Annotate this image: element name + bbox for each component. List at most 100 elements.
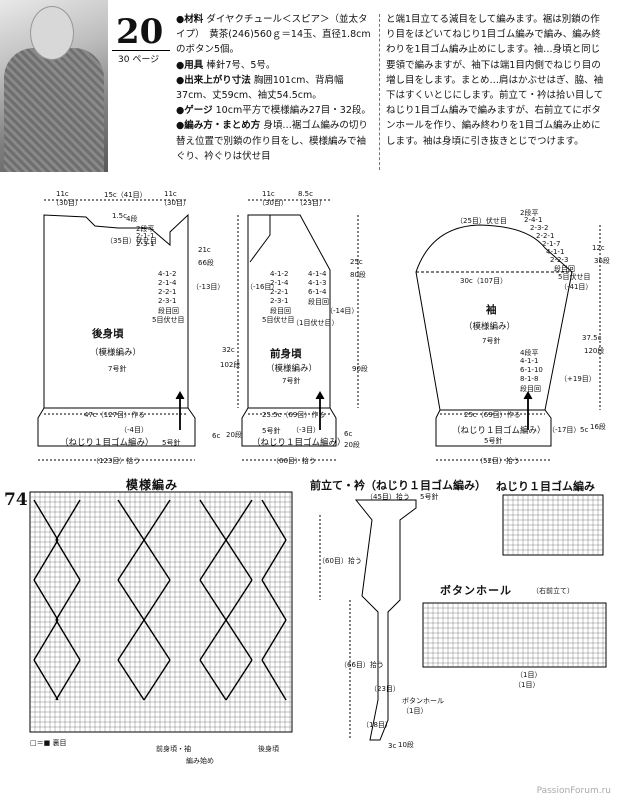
- chart-motif-line: [117, 499, 145, 541]
- back-shoulder-right-width: 11c: [164, 190, 177, 198]
- front-neck-shaping-3: 6-1-4: [308, 288, 327, 296]
- back-neck-width: 15c（41目）: [104, 191, 147, 199]
- method-label: ●編み方・まとめ方: [176, 120, 261, 132]
- sleeve-side-inc-3: 6-1-10: [520, 366, 543, 374]
- chart-motif-line: [143, 499, 171, 541]
- back-neck-rows: 4段: [126, 215, 138, 223]
- front-shoulder-stitches: （30目）: [258, 199, 288, 207]
- chart-motif-line: [33, 579, 59, 621]
- front-armhole-shaping-4: 2-3-1: [270, 297, 289, 305]
- front-band-diagram: [354, 499, 417, 741]
- back-needle: 7号針: [108, 365, 127, 373]
- front-neck-rows: 80段: [350, 271, 366, 279]
- sleeve-cap-rows: 36段: [594, 257, 610, 265]
- instructions-col-1: ●材料 ダイヤクチュール＜スピア＞（並太タイプ） 黄茶(246)560ｇ＝14玉…: [176, 12, 372, 164]
- front-rib-rows: 20段: [344, 441, 360, 449]
- sleeve-length: 37.5c: [582, 334, 602, 342]
- front-neck-width: 8.5c: [298, 190, 313, 198]
- sleeve-cap-top: （25目）伏せ目: [456, 217, 507, 225]
- back-armhole-dec: （-13目）: [192, 283, 225, 291]
- sleeve-width: 25c（69目）作る: [464, 411, 521, 419]
- chart-motif-line: [55, 659, 81, 701]
- band-base-height: 3c: [388, 742, 397, 750]
- sleeve-side-inc-2: 4-1-1: [520, 357, 539, 365]
- chart-motif-line: [225, 579, 253, 621]
- band-side-pickup: （60目）拾う: [318, 557, 362, 565]
- front-armhole-shaping-3: 2-2-1: [270, 288, 289, 296]
- chart-legend: □＝■ 裏目: [30, 739, 67, 747]
- front-rib-height: 6c: [344, 430, 353, 438]
- chart-motif-line: [261, 499, 287, 541]
- chart-motif-line: [143, 659, 171, 701]
- front-neck-bind: （1目伏せ目）: [292, 319, 339, 327]
- sleeve-needle: 7号針: [482, 337, 501, 345]
- chart-title: 模様編み: [126, 478, 179, 492]
- sleeve-cap-shaping-6: 4-1-1: [546, 248, 565, 256]
- chart-motif-line: [117, 539, 145, 581]
- chart-motif-line: [55, 539, 81, 581]
- buttonhole-chart-frame: [422, 602, 607, 668]
- sleeve-cap-shaping-2: 2-4-1: [524, 216, 543, 224]
- chart-motif-line: [117, 659, 145, 701]
- chart-motif-line: [225, 499, 253, 541]
- sleeve-cap-shaping-7: 2-2-3: [550, 256, 569, 264]
- back-shoulder-left-width: 11c: [56, 190, 69, 198]
- chart-motif-line: [261, 659, 287, 701]
- sleeve-rib-dec: （-17目）: [548, 426, 581, 434]
- chart-motif-line: [225, 659, 253, 701]
- front-title: 前身頃: [270, 348, 302, 360]
- buttonhole-count-2: （1目）: [514, 681, 540, 689]
- sleeve-rib-needle: 5号針: [484, 437, 503, 445]
- band-base-rows: 10段: [398, 741, 414, 749]
- size-label: ●出来上がり寸法: [176, 74, 251, 86]
- back-shoulder-stitches-right: （30目）: [160, 199, 190, 207]
- back-rib-rows: 20段: [226, 431, 242, 439]
- back-armhole-height: 21c: [198, 246, 211, 254]
- chart-motif-line: [143, 619, 171, 661]
- sleeve-upper-width: 30c（107目）: [460, 277, 508, 285]
- materials-text: ダイヤクチュール＜スピア＞（並太タイプ） 黄茶(246)560ｇ＝14玉、直径1…: [176, 14, 371, 56]
- back-shoulder-stitches-left: （30目）: [52, 199, 82, 207]
- chart-label-back: 後身頃: [258, 745, 279, 753]
- band-title: 前立て・衿（ねじり１目ゴム編み）: [310, 479, 486, 492]
- chart-motif-line: [199, 659, 227, 701]
- back-neck-shaping-2: 2-1-1: [136, 232, 155, 240]
- front-body-outline: [247, 214, 331, 409]
- back-width: 47c（127目）作る: [84, 411, 146, 419]
- back-subtitle: （模様編み）: [90, 348, 142, 358]
- front-neck-shaping-1: 4-1-4: [308, 270, 327, 278]
- back-rib-label: （ねじり１目ゴム編み）: [60, 438, 154, 448]
- column-divider: [379, 14, 380, 170]
- chart-motif-line: [143, 579, 171, 621]
- chart-motif-line: [199, 539, 227, 581]
- method-text-continued: と端1目立てる減目をして編みます。裾は別鎖の作り目をほどいてねじり1目ゴム編みで…: [386, 14, 604, 147]
- gauge-label: ●ゲージ: [176, 105, 213, 117]
- gauge-text: 10cm平方で模様編み27目・32段。: [215, 105, 371, 117]
- back-neck-shaping-1: 2段平: [136, 225, 155, 233]
- front-needle: 7号針: [282, 377, 301, 385]
- chart-label-front-sleeve: 前身頃・袖: [156, 745, 191, 753]
- sleeve-rib-label: （ねじり１目ゴム編み）: [452, 426, 546, 436]
- chart-motif-line: [55, 499, 81, 541]
- back-rib-dec: （-4目）: [120, 426, 148, 434]
- sleeve-rib-height: 5c: [580, 426, 589, 434]
- chart-motif-line: [261, 619, 287, 661]
- chart-label-start: 編み始め: [186, 757, 214, 765]
- chart-motif-line: [261, 539, 287, 581]
- front-armhole-shaping-2: 2-1-4: [270, 279, 289, 287]
- sleeve-length-rows: 120段: [584, 347, 605, 355]
- sleeve-subtitle: （模様編み）: [464, 322, 516, 332]
- page-number: 74: [4, 490, 28, 510]
- back-rib-height: 6c: [212, 432, 221, 440]
- front-width: 25.5c（69目）作る: [262, 411, 326, 419]
- sleeve-title: 袖: [486, 304, 497, 316]
- tools-label: ●用具: [176, 59, 204, 71]
- sleeve-side-inc-4: 8-1-8: [520, 375, 539, 383]
- front-subtitle: （模様編み）: [266, 364, 318, 374]
- buttonhole-chart-subtitle: （右前立て）: [532, 587, 574, 595]
- sleeve-outline: [415, 224, 573, 411]
- back-armhole-shaping-6: 5目伏せ目: [152, 316, 185, 324]
- sleeve-cap-height: 12c: [592, 244, 605, 252]
- back-rib-outline: [37, 407, 196, 447]
